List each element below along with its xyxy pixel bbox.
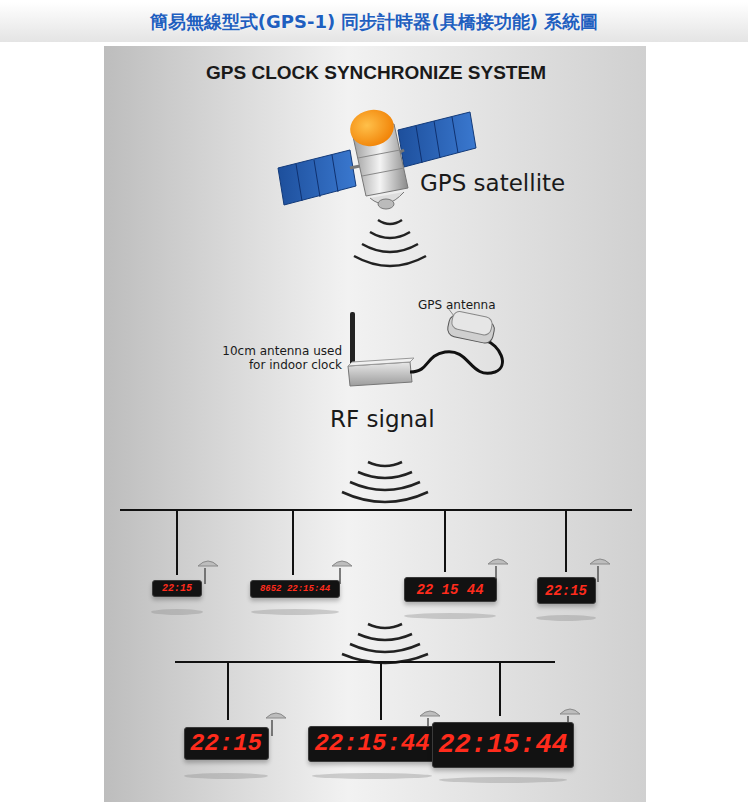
clock-display: 8652 22:15:44 xyxy=(260,585,330,594)
signal-waves xyxy=(342,624,428,663)
hanging-bus xyxy=(120,510,632,720)
clock-display: 22 15 44 xyxy=(416,583,483,597)
antenna-label: GPS antenna xyxy=(418,298,496,312)
led-clock: 22:15 xyxy=(152,580,202,597)
led-clock: 22:15:44 xyxy=(308,726,435,762)
satellite-label: GPS satellite xyxy=(420,170,565,198)
clock-antenna xyxy=(198,559,610,718)
clock-shadow xyxy=(151,609,596,783)
clock-display: 22:15:44 xyxy=(438,732,568,759)
diagram-heading: GPS CLOCK SYNCHRONIZE SYSTEM xyxy=(206,62,546,85)
clock-display: 22:15:44 xyxy=(314,732,429,756)
led-clock: 8652 22:15:44 xyxy=(250,580,340,598)
clock-display: 22:15 xyxy=(190,732,262,756)
signal-waves xyxy=(342,462,428,502)
led-clock: 22:15:44 xyxy=(432,722,574,768)
led-clock: 22:15 xyxy=(537,577,596,604)
clock-display: 22:15 xyxy=(545,584,587,598)
title-banner xyxy=(0,2,748,42)
gps-transmitter xyxy=(348,308,502,386)
signal-waves xyxy=(354,220,426,266)
rf-signal-label: RF signal xyxy=(330,406,435,434)
page-title: 簡易無線型式(GPS-1) 同步計時器(具橋接功能) 系統圖 xyxy=(0,10,748,34)
antenna-note: 10cm antenna used for indoor clock xyxy=(217,344,342,373)
clock-display: 22:15 xyxy=(162,584,192,594)
clock-antenna-stem xyxy=(205,566,598,736)
background-panel xyxy=(104,46,646,802)
led-clock: 22:15 xyxy=(184,727,269,760)
led-clock: 22 15 44 xyxy=(404,577,497,602)
